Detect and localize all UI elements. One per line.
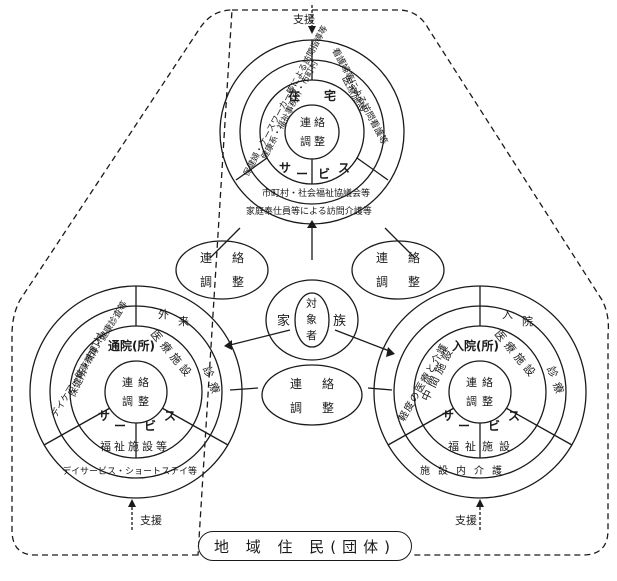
outpatient-right-inner-1: 外 [158,308,169,321]
svg-text:絡: 絡 [314,115,325,129]
svg-text:整: 整 [482,394,493,408]
outpatient-bottom-outer: デイサービス・ショートステイ等 [62,465,197,477]
home-service-cluster: 連 絡 調 整 在 宅 サ ー ビ ス 健康系・福祉事務所・市町村 保健婦・ケー… [219,23,405,225]
inpatient-hub-top: 入院(所) [452,338,499,353]
svg-text:調: 調 [466,394,477,408]
home-hub-6: ス [338,161,350,175]
svg-text:調: 調 [300,134,311,148]
outpatient-hub-2: ー [114,419,126,433]
home-hub-4: ー [296,167,308,181]
inpatient-right-inner-2: 院 [522,314,533,328]
coordination-right: 連 絡 調 整 [351,240,445,300]
home-hub-5: ビ [318,166,330,181]
coordination-bottom: 連 絡 調 整 [261,364,363,426]
outpatient-hub-4: ス [164,409,176,423]
support-boundary [11,9,610,556]
svg-text:整: 整 [232,274,244,289]
home-bottom-inner: 市町村・社会福祉協議会等 [262,187,370,199]
support-label-top: 支援 [293,12,315,26]
inpatient-bottom-outer: 施設内介護 [420,464,510,477]
target-person-1: 対 [306,296,317,310]
family-right: 族 [333,313,346,329]
svg-text:連: 連 [122,375,133,389]
target-person-2: 象 [306,313,317,326]
outpatient-hub-3: ビ [144,418,156,433]
coordination-left: 連 絡 調 整 [175,240,269,300]
inpatient-hub-2: ー [458,419,470,433]
svg-text:絡: 絡 [232,250,244,265]
outpatient-service-cluster: 連 絡 調 整 通院(所) サ ー ビ ス 保健所・市町村 デイケア・健康教育・… [29,285,243,499]
svg-text:絡: 絡 [408,250,420,265]
home-hub-3: サ [279,161,291,175]
inpatient-hub-1: サ [442,409,454,423]
svg-text:調: 調 [376,275,388,289]
family-center: 家 族 対 象 者 [265,279,359,361]
svg-text:連: 連 [290,377,302,391]
svg-text:整: 整 [408,274,420,289]
inpatient-hub-4: ス [508,409,520,423]
svg-text:調: 調 [122,394,133,408]
svg-text:絡: 絡 [482,375,493,389]
svg-text:絡: 絡 [138,375,149,389]
support-label-left: 支援 [140,513,162,527]
community-label: 地 域 住 民(団体) [213,537,396,556]
support-label-right: 支援 [455,513,477,527]
outpatient-hub-1: サ [98,409,110,423]
outpatient-right-inner-2: 来 [178,315,189,328]
svg-text:連: 連 [466,375,477,389]
svg-text:整: 整 [138,394,149,408]
outpatient-hub-top: 通院(所) [108,338,155,353]
svg-text:連: 連 [376,251,388,265]
svg-text:整: 整 [314,134,325,148]
svg-text:調: 調 [200,275,212,289]
family-left: 家 [277,313,290,329]
home-hub-1: 在 [288,88,300,103]
svg-text:整: 整 [322,400,334,415]
inpatient-hub-3: ビ [488,418,500,433]
outpatient-bottom-inner: 福祉施設等 [100,439,170,453]
home-bottom-outer: 家庭奉仕員等による訪問介護等 [246,205,372,217]
target-person-3: 者 [306,329,317,342]
home-hub-2: 宅 [324,88,336,103]
inpatient-right-inner-1: 入 [502,308,513,321]
inpatient-service-cluster: 連 絡 調 整 入院(所) サ ー ビ ス 中間施設 軽度の医療と介護 入 院 … [373,285,587,499]
community-residents-box: 地 域 住 民(団体) [198,531,412,561]
svg-text:絡: 絡 [322,376,334,391]
home-left-inner: 健康系・福祉事務所・市町村 [259,58,321,161]
home-left-outer: 保健婦・ケースワーカー等による訪問指導等 [241,23,330,178]
svg-text:連: 連 [300,115,311,129]
svg-text:連: 連 [200,251,212,265]
svg-text:調: 調 [290,401,302,415]
inpatient-bottom-inner: 福祉施設 [448,439,516,453]
